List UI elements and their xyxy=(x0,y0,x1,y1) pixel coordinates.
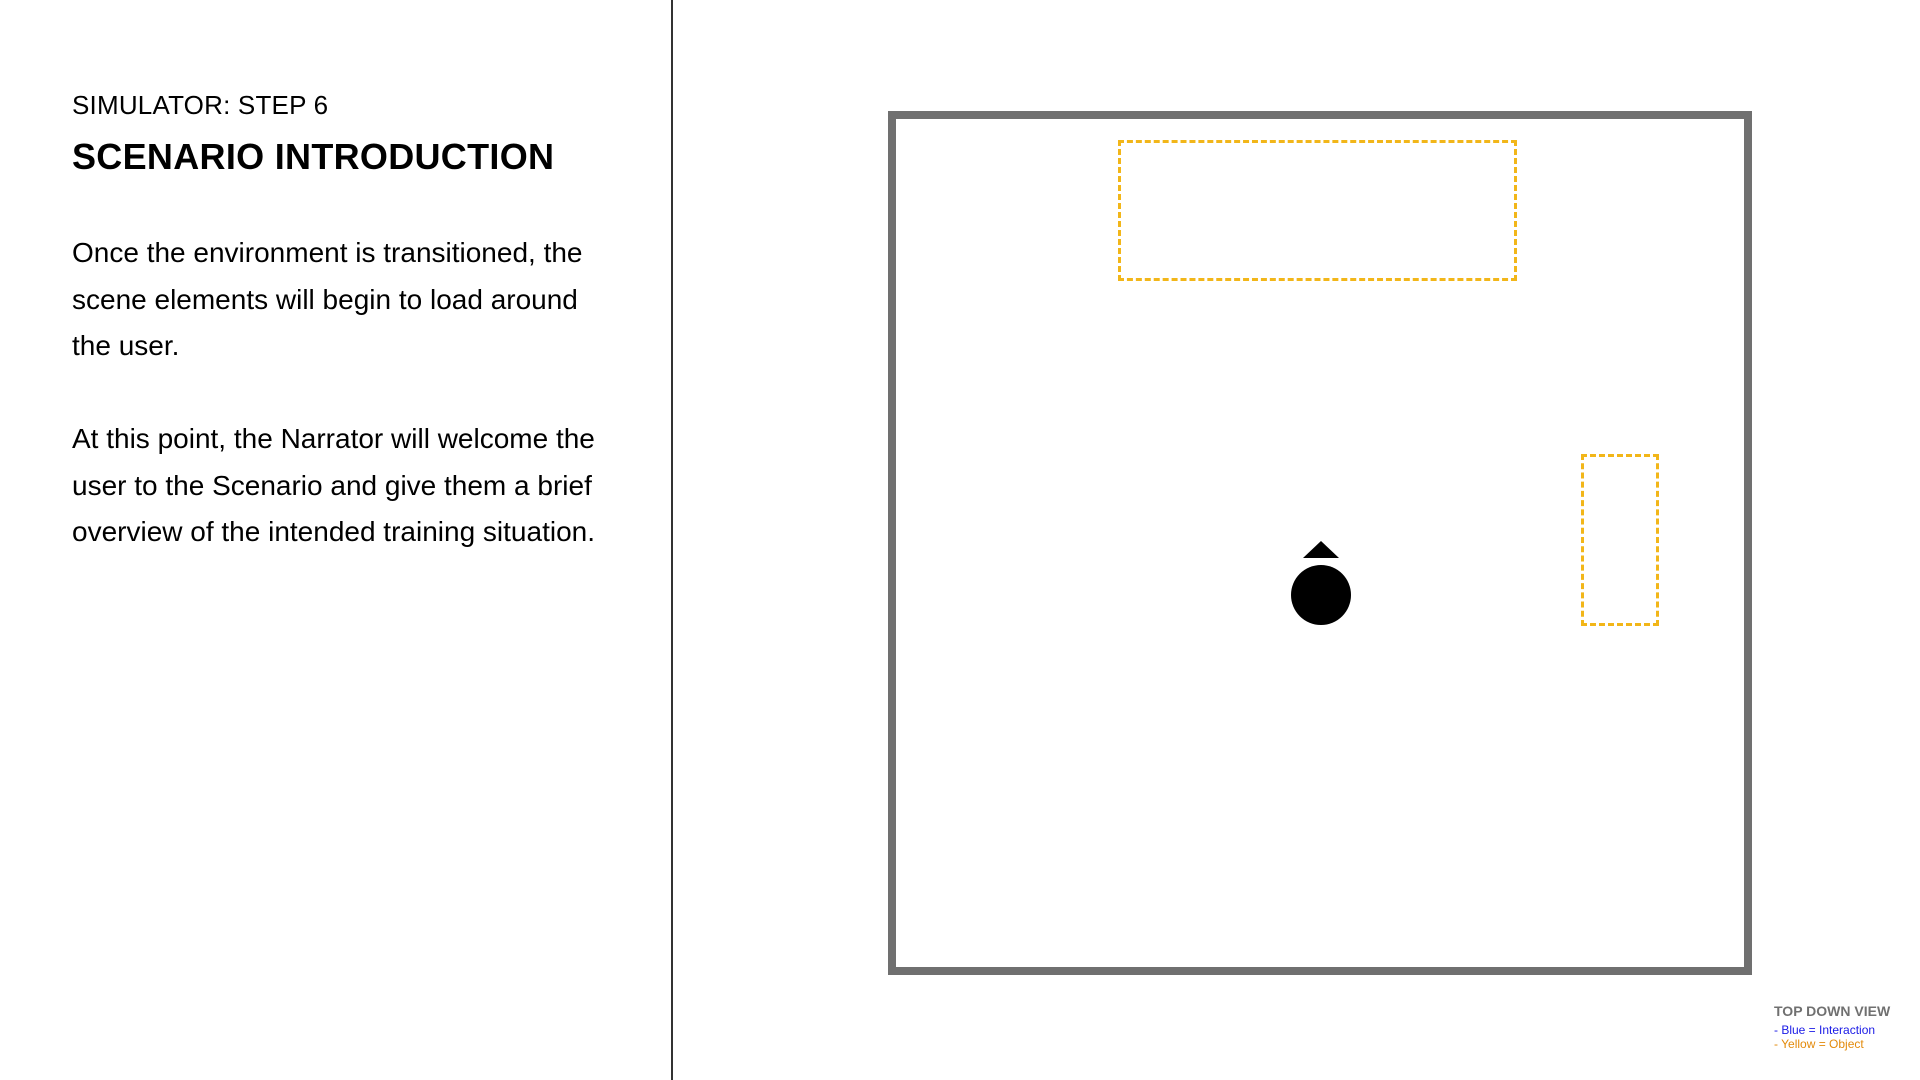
room-boundary xyxy=(888,111,1752,975)
page-title: SCENARIO INTRODUCTION xyxy=(72,136,555,177)
legend-title: TOP DOWN VIEW xyxy=(1774,1003,1891,1019)
description-paragraph-2: At this point, the Narrator will welcome… xyxy=(72,423,595,547)
object-zone-right xyxy=(1581,454,1659,626)
legend-blue-entry: - Blue = Interaction xyxy=(1774,1023,1876,1037)
description-paragraph-1: Once the environment is transitioned, th… xyxy=(72,237,583,361)
panel-divider xyxy=(671,0,673,1080)
object-zone-top xyxy=(1118,140,1517,281)
user-body-icon xyxy=(1291,565,1351,625)
instruction-panel: SIMULATOR: STEP 6 SCENARIO INTRODUCTION … xyxy=(0,0,672,1080)
legend-yellow-entry: - Yellow = Object xyxy=(1774,1037,1864,1051)
legend: TOP DOWN VIEW - Blue = Interaction - Yel… xyxy=(1774,1004,1890,1051)
step-label: SIMULATOR: STEP 6 xyxy=(72,90,329,120)
user-facing-arrow-icon xyxy=(1303,541,1339,558)
user-position-icon xyxy=(1291,541,1351,625)
